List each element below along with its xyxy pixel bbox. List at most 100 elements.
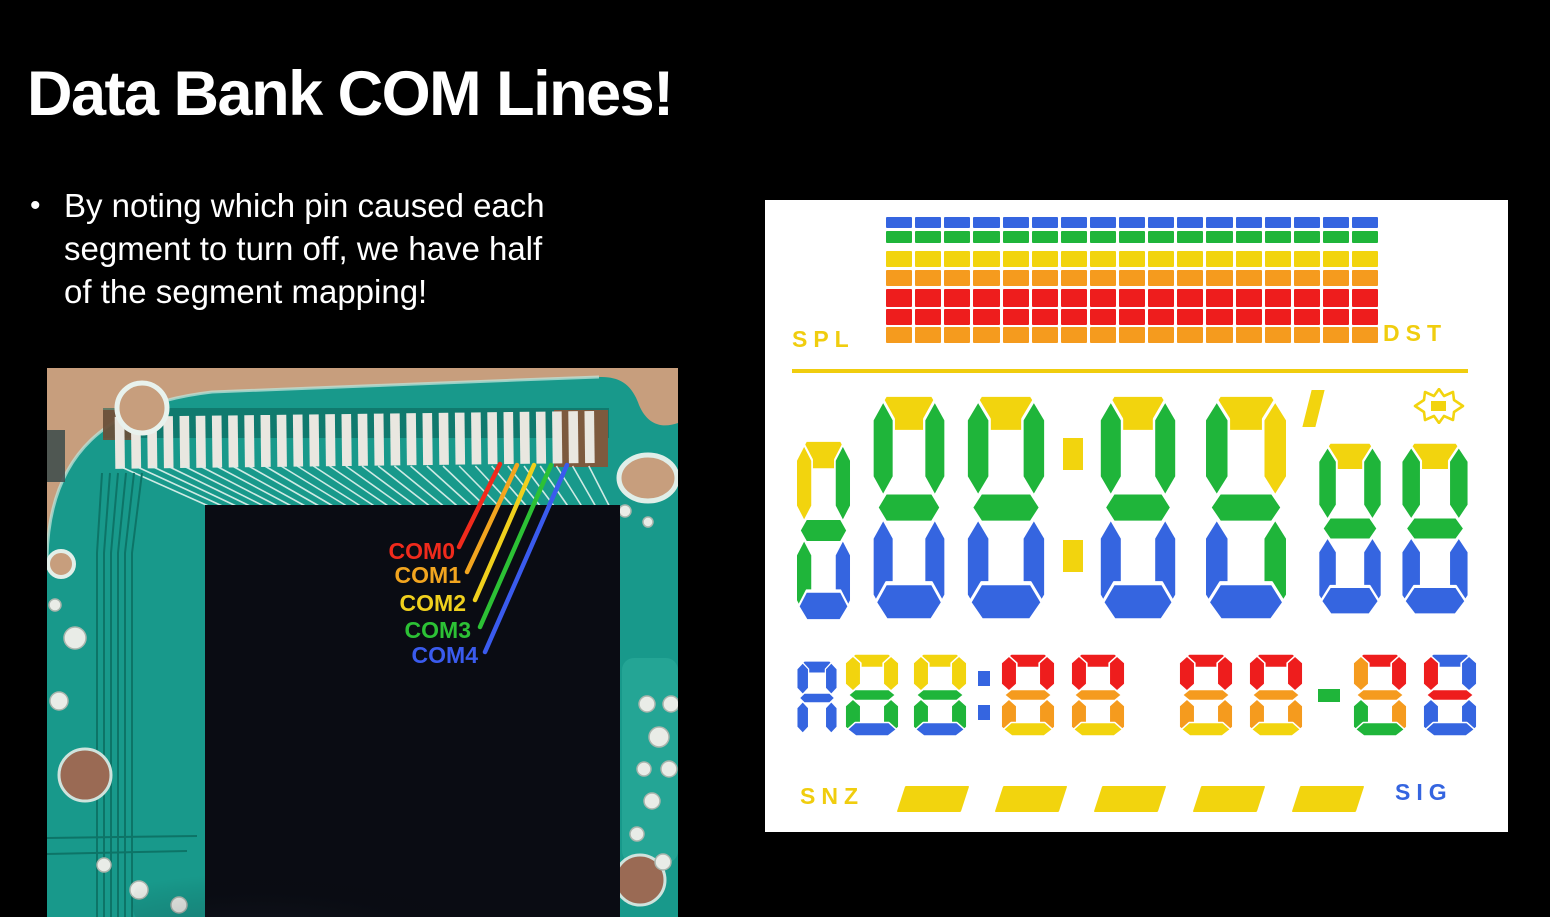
grid-cell xyxy=(1206,217,1233,228)
segment-tl xyxy=(1070,655,1088,692)
connector-recess xyxy=(103,408,609,438)
grid-cell xyxy=(1177,270,1204,286)
segment-b xyxy=(1072,721,1124,737)
segment-bl xyxy=(796,700,810,734)
grid-cell xyxy=(1177,327,1204,343)
grid-cell xyxy=(1060,270,1087,286)
sun-icon xyxy=(1413,388,1465,424)
grid-cell xyxy=(1089,217,1116,228)
pcb-trace xyxy=(555,465,584,509)
grid-cell xyxy=(1264,289,1291,307)
connector-finger xyxy=(584,410,595,464)
grid-cell xyxy=(1206,289,1233,307)
connector-finger xyxy=(309,414,320,467)
grid-cell xyxy=(1177,289,1204,307)
grid-cell xyxy=(886,309,913,325)
grid-cell xyxy=(1293,327,1320,343)
connector-finger xyxy=(325,414,336,467)
grid-cell xyxy=(1206,309,1233,325)
main-digit-2 xyxy=(965,392,1047,623)
grid-cell xyxy=(915,289,942,307)
grid-cell xyxy=(915,327,942,343)
segment-tr xyxy=(1038,655,1056,692)
grid-cell xyxy=(1322,309,1349,325)
connector-finger xyxy=(260,414,271,468)
spl-label: SPL xyxy=(792,326,855,352)
com-line-3 xyxy=(477,462,554,630)
grid-cell xyxy=(1031,270,1058,286)
bottom-digit-3 xyxy=(1070,653,1126,737)
solder-dot xyxy=(643,792,661,810)
segment-tl xyxy=(796,662,810,696)
pcb-trace xyxy=(103,472,111,917)
segment-m xyxy=(1355,688,1405,702)
grid-cell xyxy=(1119,217,1146,228)
segment-m xyxy=(1003,688,1053,702)
grid-cell xyxy=(1119,327,1146,343)
bar-segment xyxy=(1093,786,1167,812)
grid-cell xyxy=(1031,217,1058,228)
apostrophe-segment xyxy=(1302,390,1325,427)
segment-tl xyxy=(1098,398,1124,499)
solder-dot xyxy=(618,504,632,518)
grid-cell xyxy=(1264,217,1291,228)
bottom-digit-0 xyxy=(844,653,900,737)
grid-cell xyxy=(1002,327,1029,343)
grid-cell xyxy=(886,217,913,228)
connector-finger xyxy=(195,415,206,468)
segment-tr xyxy=(1021,398,1047,499)
segment-tl xyxy=(1248,655,1266,692)
bullet-line: By noting which pin caused each xyxy=(64,187,545,224)
connector-finger xyxy=(211,415,223,468)
grid-cell xyxy=(1352,231,1379,243)
pcb-trace xyxy=(458,465,502,509)
grid-cell xyxy=(1293,289,1320,307)
pcb-trace xyxy=(118,465,214,509)
solder-dot xyxy=(660,760,678,778)
connector-recess-right xyxy=(554,410,608,467)
bottom-digit-4 xyxy=(1178,653,1234,737)
segment-m xyxy=(847,688,897,702)
segment-m xyxy=(1103,490,1173,525)
segment-b xyxy=(846,721,898,737)
grid-cell xyxy=(944,309,971,325)
grid-row-3 xyxy=(886,270,1379,286)
grid-cell xyxy=(1235,231,1262,243)
grid-cell xyxy=(973,251,1000,267)
connector-finger xyxy=(422,412,433,466)
grid-cell xyxy=(886,251,913,267)
grid-cell xyxy=(1089,251,1116,267)
grid-cell xyxy=(915,251,942,267)
grid-cell xyxy=(1060,251,1087,267)
pcb-trace xyxy=(571,465,598,509)
connector-finger xyxy=(373,413,385,466)
segment-tr xyxy=(1286,655,1304,692)
bullet-item: • By noting which pin caused each segmen… xyxy=(30,184,545,313)
grid-row-0 xyxy=(886,217,1379,228)
grid-cell xyxy=(1235,289,1262,307)
bottom-colon-dot xyxy=(978,671,990,686)
grid-cell xyxy=(1119,231,1146,243)
pcb-trace xyxy=(539,465,570,509)
grid-cell xyxy=(1002,231,1029,243)
com-label-2: COM2 xyxy=(400,590,466,616)
lcd-glare xyxy=(132,828,532,917)
connector-finger xyxy=(454,412,466,465)
main-colon-dot xyxy=(1063,540,1083,572)
grid-cell xyxy=(1352,251,1379,267)
segment-tr xyxy=(923,398,947,499)
grid-cell xyxy=(1293,231,1320,243)
grid-cell xyxy=(1089,270,1116,286)
grid-cell xyxy=(944,251,971,267)
segment-tl xyxy=(795,442,813,524)
com-label-3: COM3 xyxy=(405,617,471,643)
grid-cell xyxy=(1322,251,1349,267)
pcb-trace xyxy=(345,465,406,509)
grid-cell xyxy=(1148,309,1175,325)
pcb-trace xyxy=(110,472,119,917)
connector-finger xyxy=(568,411,579,464)
component xyxy=(47,430,65,482)
grid-cell xyxy=(1148,231,1175,243)
